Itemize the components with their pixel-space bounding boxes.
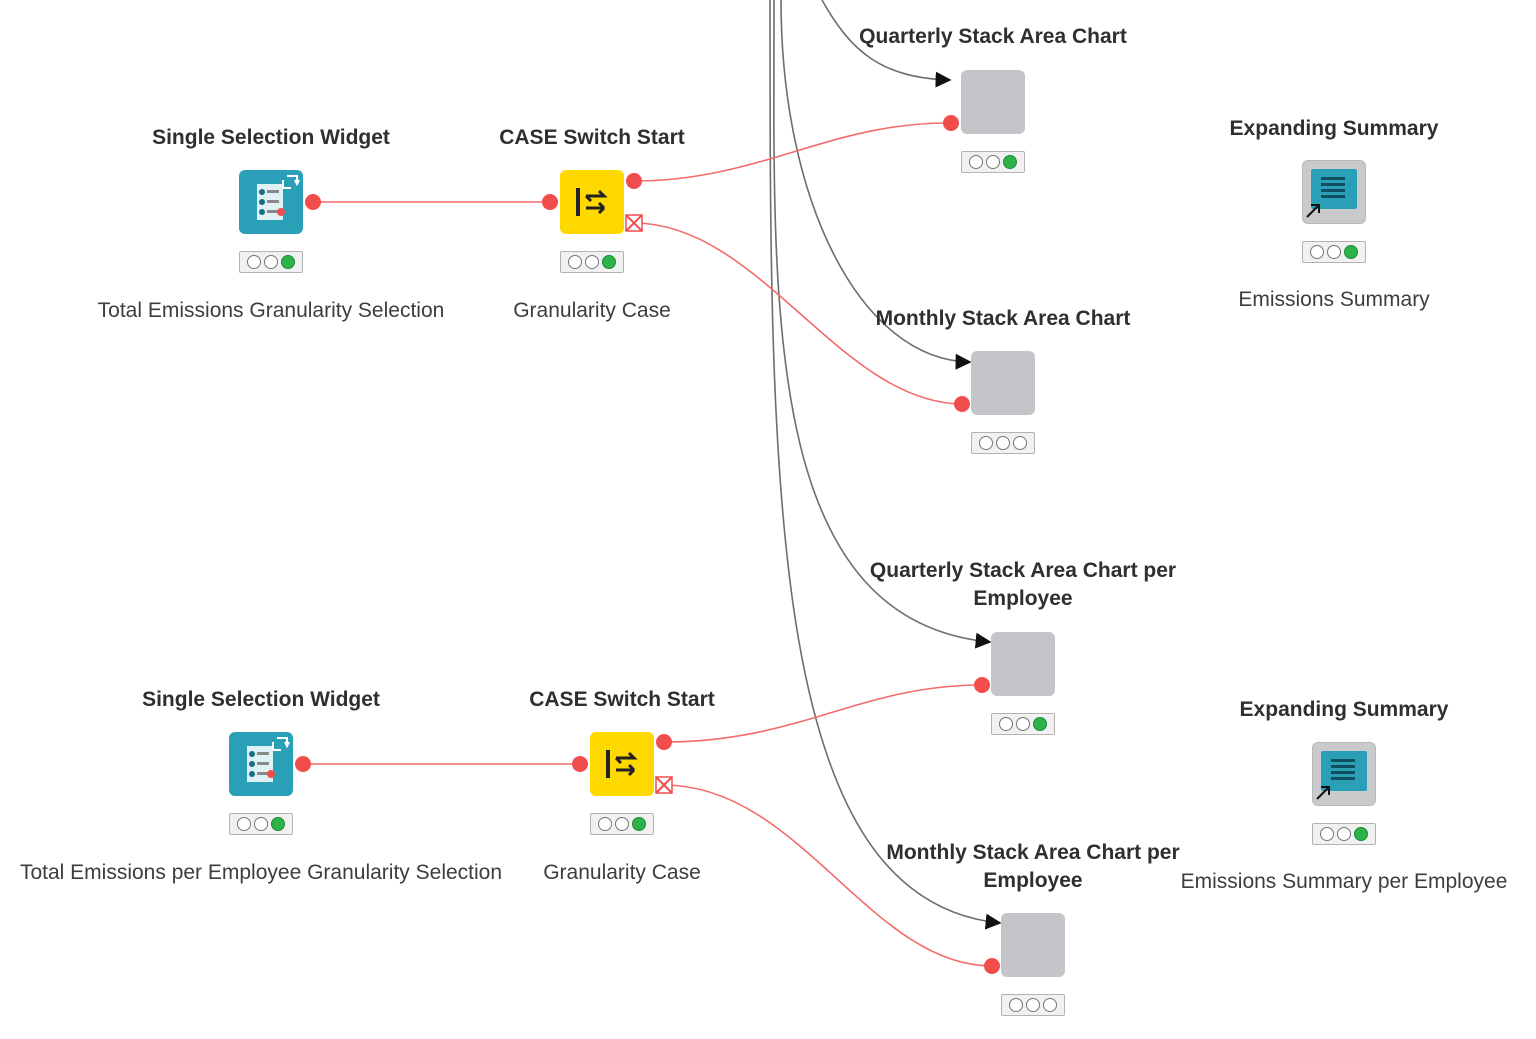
case-switch-icon[interactable]	[560, 170, 624, 234]
status-light-icon	[254, 817, 268, 831]
status-light-icon	[1337, 827, 1351, 841]
component-icon[interactable]	[971, 351, 1035, 415]
node-title: Quarterly Stack Area Chart per Employee	[869, 559, 1177, 610]
component-icon[interactable]	[961, 70, 1025, 134]
status-light-icon	[1327, 245, 1341, 259]
status-light-icon	[237, 817, 251, 831]
node-status-lights	[1001, 994, 1065, 1016]
node-title: Single Selection Widget	[152, 126, 390, 149]
node-title: CASE Switch Start	[499, 126, 685, 149]
output-port[interactable]	[626, 173, 642, 189]
inactive-port-icon[interactable]	[655, 776, 673, 794]
status-light-icon	[281, 255, 295, 269]
report-icon[interactable]	[1302, 160, 1366, 224]
status-light-icon	[585, 255, 599, 269]
input-port[interactable]	[974, 677, 990, 693]
flow-connection	[821, 0, 952, 88]
node-status-lights	[961, 151, 1025, 173]
node-caption[interactable]: Total Emissions Granularity Selection	[97, 299, 445, 322]
input-port[interactable]	[984, 958, 1000, 974]
node-status-lights	[1302, 241, 1366, 263]
status-light-icon	[1016, 717, 1030, 731]
status-light-icon	[1320, 827, 1334, 841]
status-light-icon	[996, 436, 1010, 450]
status-light-icon	[1033, 717, 1047, 731]
input-port[interactable]	[943, 115, 959, 131]
node-title: CASE Switch Start	[529, 688, 715, 711]
status-light-icon	[999, 717, 1013, 731]
inactive-port-icon[interactable]	[625, 214, 643, 232]
flow-connection	[780, 0, 972, 370]
status-light-icon	[986, 155, 1000, 169]
input-port[interactable]	[542, 194, 558, 210]
node-title: Single Selection Widget	[142, 688, 380, 711]
report-icon[interactable]	[1312, 742, 1376, 806]
flow-connection	[769, 0, 1002, 930]
node-title: Expanding Summary	[1229, 117, 1439, 140]
node-caption[interactable]: Granularity Case	[543, 861, 701, 884]
node-status-lights	[590, 813, 654, 835]
status-light-icon	[271, 817, 285, 831]
node-caption[interactable]: Granularity Case	[513, 299, 671, 322]
status-light-icon	[1003, 155, 1017, 169]
status-light-icon	[1026, 998, 1040, 1012]
node-status-lights	[971, 432, 1035, 454]
node-caption[interactable]: Emissions Summary	[1238, 288, 1430, 311]
widget-icon[interactable]	[229, 732, 293, 796]
node-title: Quarterly Stack Area Chart	[859, 25, 1127, 48]
status-light-icon	[568, 255, 582, 269]
node-caption[interactable]: Total Emissions per Employee Granularity…	[19, 861, 503, 884]
node-caption[interactable]: Emissions Summary per Employee	[1180, 870, 1508, 893]
status-light-icon	[1013, 436, 1027, 450]
status-light-icon	[632, 817, 646, 831]
node-title: Monthly Stack Area Chart	[875, 307, 1131, 330]
status-light-icon	[247, 255, 261, 269]
data-connection[interactable]	[663, 684, 983, 743]
case-switch-icon[interactable]	[590, 732, 654, 796]
status-light-icon	[1344, 245, 1358, 259]
data-connection[interactable]	[633, 122, 952, 182]
data-connection[interactable]	[633, 222, 963, 405]
data-connection[interactable]	[663, 784, 993, 967]
status-light-icon	[598, 817, 612, 831]
node-status-lights	[991, 713, 1055, 735]
node-status-lights	[229, 813, 293, 835]
status-light-icon	[1354, 827, 1368, 841]
output-port[interactable]	[305, 194, 321, 210]
status-light-icon	[615, 817, 629, 831]
output-port[interactable]	[295, 756, 311, 772]
input-port[interactable]	[572, 756, 588, 772]
input-port[interactable]	[954, 396, 970, 412]
output-port[interactable]	[656, 734, 672, 750]
status-light-icon	[969, 155, 983, 169]
status-light-icon	[602, 255, 616, 269]
status-light-icon	[1043, 998, 1057, 1012]
node-status-lights	[239, 251, 303, 273]
widget-icon[interactable]	[239, 170, 303, 234]
component-icon[interactable]	[1001, 913, 1065, 977]
node-title: Monthly Stack Area Chart per Employee	[886, 841, 1180, 892]
node-status-lights	[1312, 823, 1376, 845]
component-icon[interactable]	[991, 632, 1055, 696]
status-light-icon	[1310, 245, 1324, 259]
status-light-icon	[264, 255, 278, 269]
status-light-icon	[979, 436, 993, 450]
flow-connection	[773, 0, 992, 649]
status-light-icon	[1009, 998, 1023, 1012]
node-status-lights	[560, 251, 624, 273]
node-title: Expanding Summary	[1239, 698, 1449, 721]
